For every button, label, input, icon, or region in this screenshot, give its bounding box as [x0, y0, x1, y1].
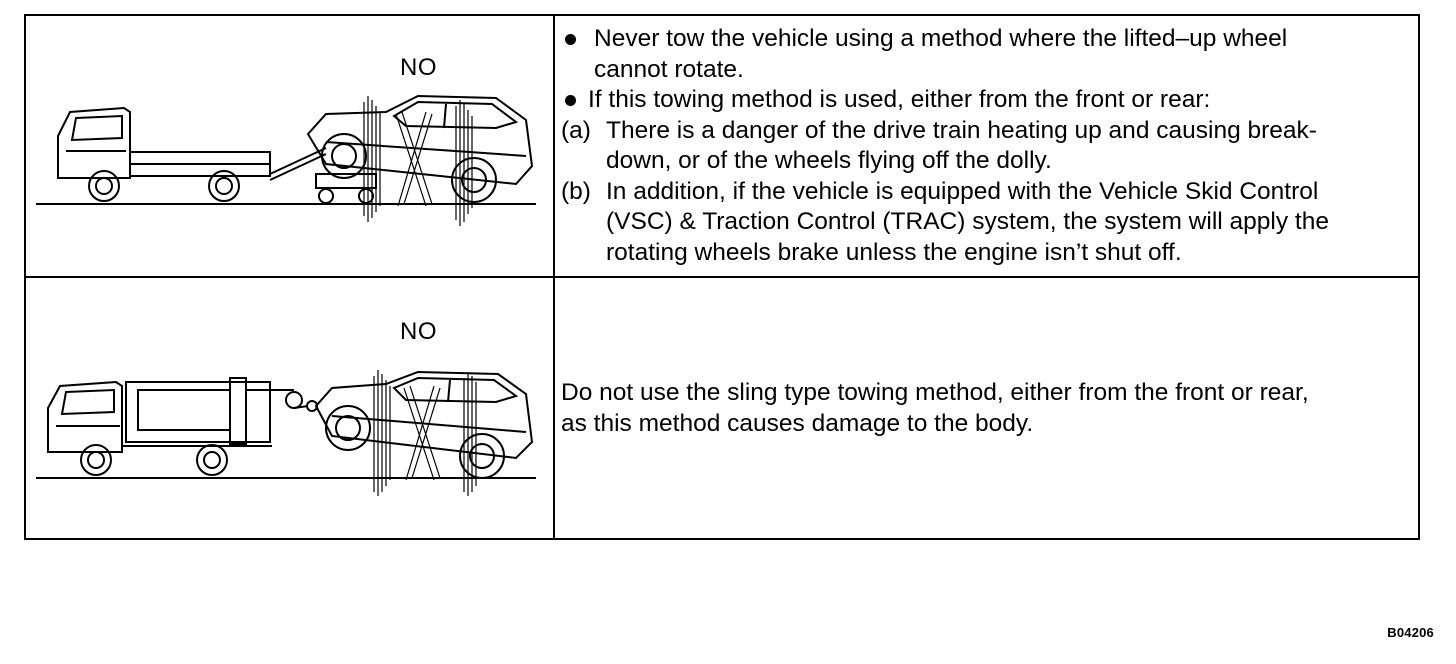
- sub-item: (a) There is a danger of the drive train…: [561, 116, 1317, 175]
- paragraph: Do not use the sling type towing method,…: [561, 379, 1309, 437]
- row-divider: [26, 276, 1418, 278]
- dolly-tow-illustration: [36, 94, 536, 226]
- bullet-icon: [565, 34, 576, 45]
- no-label: NO: [400, 54, 437, 81]
- dolly-tow-illustration-cell: NO: [26, 16, 553, 276]
- bullet-item: If this towing method is used, either fr…: [557, 85, 1418, 116]
- dolly-tow-instructions: Never tow the vehicle using a method whe…: [557, 24, 1418, 268]
- sling-tow-instructions: Do not use the sling type towing method,…: [557, 378, 1418, 439]
- sub-item-mark: (a): [561, 116, 591, 144]
- no-label: NO: [400, 318, 437, 345]
- figure-reference: B04206: [1387, 625, 1434, 640]
- bullet-item: Never tow the vehicle using a method whe…: [557, 24, 1418, 85]
- towing-warning-table: NO Never tow the vehicle using a method …: [24, 14, 1420, 540]
- sub-item: (b) In addition, if the vehicle is equip…: [561, 177, 1329, 266]
- sling-tow-illustration-cell: NO: [26, 278, 553, 540]
- bullet-icon: [565, 95, 576, 106]
- sling-tow-illustration: [36, 370, 536, 496]
- sub-item-mark: (b): [561, 177, 591, 205]
